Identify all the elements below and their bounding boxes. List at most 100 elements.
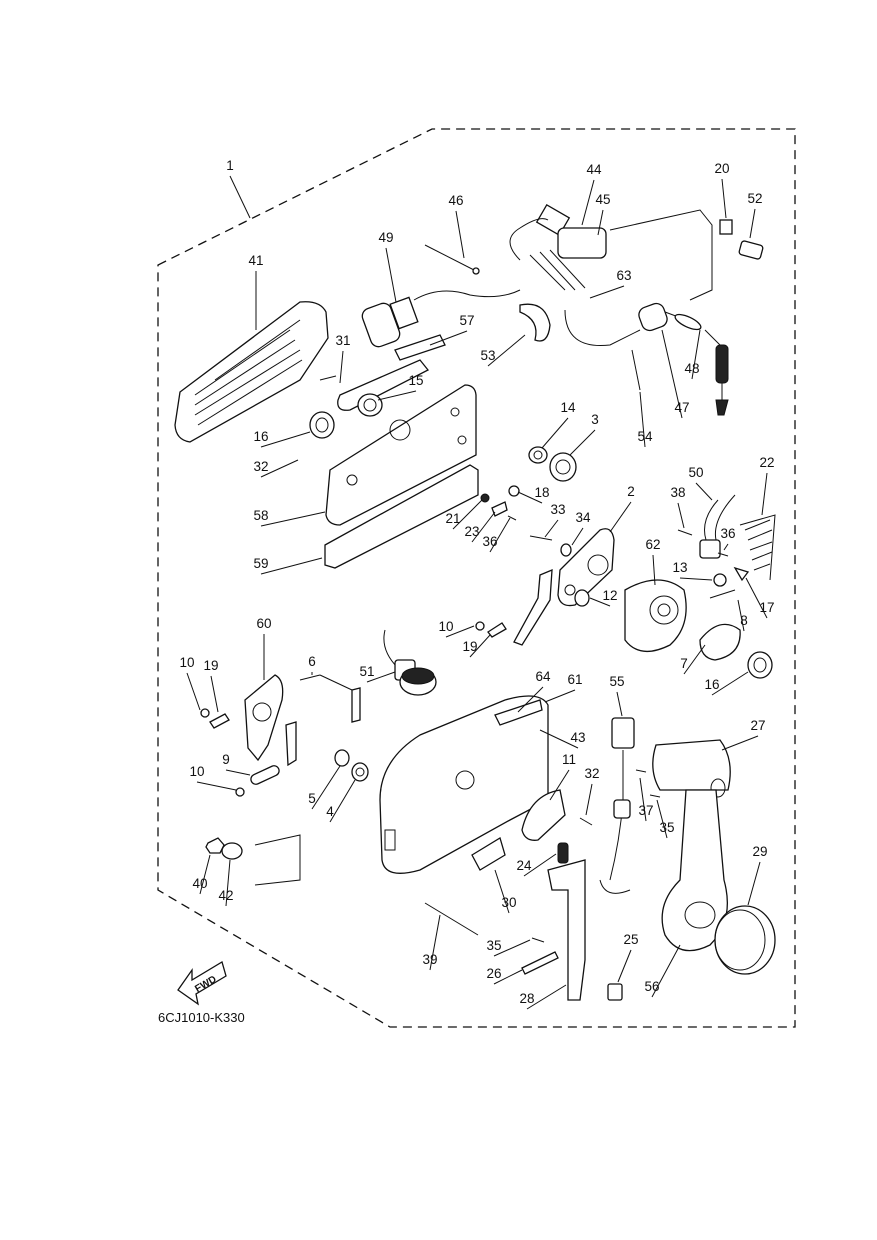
callout-label-c6: 6 [308, 654, 316, 669]
callout-label-c46: 46 [448, 193, 463, 208]
callout-label-c34: 34 [575, 510, 591, 525]
callout-label-c36b: 36 [720, 526, 735, 541]
callout-label-c23: 23 [464, 524, 479, 539]
part-bushing-16b [747, 651, 773, 679]
part-washer-14 [528, 446, 548, 464]
part-bushing-15 [357, 393, 383, 417]
part-nut-40 [205, 837, 225, 854]
callout-label-c11: 11 [562, 752, 576, 767]
part-screw-32b [579, 817, 593, 826]
leader-line-c40 [199, 854, 211, 895]
callout-label-c35a: 35 [659, 820, 674, 835]
part-cover-41 [174, 301, 329, 443]
callout-label-c7: 7 [680, 656, 688, 671]
part-screw-38 [677, 529, 693, 536]
part-screw-54 [631, 349, 641, 391]
callout-label-c64: 64 [535, 669, 551, 684]
callout-label-c17: 17 [759, 600, 774, 615]
callout-label-c63: 63 [616, 268, 631, 283]
part-bushing-12 [574, 589, 590, 607]
leader-line-c28 [526, 984, 567, 1010]
leader-line-c43 [539, 729, 579, 749]
part-cam-62 [624, 579, 687, 652]
leader-line-c10b [186, 672, 201, 711]
part-handle-27 [635, 739, 731, 798]
part-knob-29 [714, 905, 776, 975]
leader-line-c29 [747, 861, 761, 906]
callout-label-c59: 59 [253, 556, 268, 571]
callout-label-c12: 12 [602, 588, 617, 603]
callout-label-c13: 13 [672, 560, 687, 575]
callout-label-c50: 50 [688, 465, 703, 480]
part-clip-10a [475, 621, 485, 631]
callout-label-c10b: 10 [179, 655, 194, 670]
leader-line-c35a [656, 799, 668, 839]
part-ball-13 [713, 573, 727, 587]
leader-line-c11 [549, 769, 570, 801]
leader-line-c62 [652, 554, 656, 586]
leader-line-c37 [639, 777, 647, 822]
diagram-code: 6CJ1010-K330 [158, 1010, 245, 1025]
callout-label-c27: 27 [750, 718, 765, 733]
part-lever-2 [557, 528, 615, 607]
callout-label-c24: 24 [516, 858, 532, 873]
leader-line-c58 [260, 511, 326, 527]
part-clip-23 [491, 501, 508, 517]
callout-label-c16b: 16 [704, 677, 719, 692]
part-bushing-4 [351, 762, 369, 782]
part-harness-44 [509, 203, 607, 291]
leader-line-c19b [210, 675, 219, 713]
callout-label-c56: 56 [644, 979, 659, 994]
part-screw-36b [717, 552, 729, 557]
leader-line-c53 [487, 334, 526, 367]
leader-line-c27 [721, 735, 759, 751]
callout-label-c3: 3 [591, 412, 599, 427]
leader-line-c4 [329, 779, 356, 823]
leader-line-c31 [339, 350, 344, 384]
leader-line-c32b [585, 783, 593, 816]
leader-line-c18 [517, 491, 543, 504]
leader-line-c52 [749, 208, 756, 239]
callout-label-c32a: 32 [253, 459, 268, 474]
callout-label-c35b: 35 [486, 938, 501, 953]
part-tab-17 [733, 566, 750, 582]
callout-label-c40: 40 [192, 876, 207, 891]
callout-label-c9: 9 [222, 752, 230, 767]
callout-label-c14: 14 [560, 400, 576, 415]
callout-label-c58: 58 [253, 508, 268, 523]
callout-label-c53: 53 [480, 348, 495, 363]
part-screw-35b [531, 937, 545, 943]
part-bolt-39 [424, 902, 479, 936]
callout-label-c41: 41 [248, 253, 263, 268]
part-clip-10c [235, 787, 245, 797]
leader-line-c24 [523, 853, 557, 877]
part-washer-42 [221, 842, 243, 860]
part-pin-46 [424, 244, 480, 275]
assembly-boundary [157, 128, 796, 1028]
callout-label-c45: 45 [595, 192, 610, 207]
leader-line-c12 [589, 597, 611, 607]
part-screw-35a [649, 794, 661, 798]
callout-label-c26: 26 [486, 966, 501, 981]
part-clip-20 [719, 219, 733, 235]
leader-line-c21 [452, 499, 483, 530]
part-lanyard-48 [704, 329, 729, 416]
part-mainplate-58 [325, 384, 477, 526]
leader-line-c23 [471, 511, 496, 543]
leader-line-c13 [679, 577, 713, 581]
part-spring-21 [480, 493, 490, 503]
part-bracket-28 [547, 859, 586, 1001]
part-connector-55 [609, 717, 635, 881]
leader-line-c16b [711, 671, 749, 696]
callout-label-c8: 8 [740, 613, 748, 628]
part-link-19b [209, 713, 230, 729]
part-buzzer-51 [383, 629, 437, 696]
callout-label-c22: 22 [759, 455, 774, 470]
callout-label-c21: 21 [445, 511, 460, 526]
leader-line-c20 [721, 178, 727, 219]
leader-line-c36b [723, 543, 729, 551]
leader-line-c56 [651, 944, 681, 998]
callout-label-c25: 25 [623, 932, 638, 947]
callout-label-c60: 60 [256, 616, 271, 631]
leader-line-c49 [385, 247, 397, 303]
